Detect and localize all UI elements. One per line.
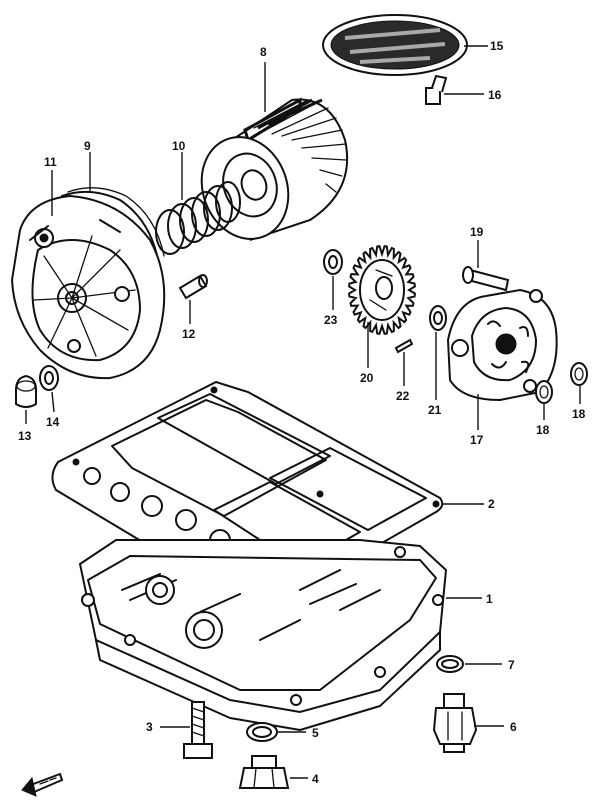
cap-nut-13-part bbox=[15, 374, 37, 408]
callout-14: 14 bbox=[46, 415, 60, 429]
callout-23: 23 bbox=[324, 313, 338, 327]
strainer-screen-part bbox=[322, 14, 468, 76]
callout-6: 6 bbox=[510, 720, 517, 734]
spring-part bbox=[155, 181, 241, 255]
callout-21: 21 bbox=[428, 403, 442, 417]
pump-gear-part bbox=[348, 244, 416, 336]
callout-18-a: 18 bbox=[536, 423, 550, 437]
bolt-19-part bbox=[462, 266, 510, 292]
oil-pan-part bbox=[78, 539, 448, 731]
callout-10: 10 bbox=[172, 139, 186, 153]
filter-cover-part bbox=[10, 194, 166, 380]
callout-20: 20 bbox=[360, 371, 374, 385]
o-ring-18b-part bbox=[570, 362, 588, 386]
oil-filter-part bbox=[200, 97, 349, 241]
callout-16: 16 bbox=[488, 88, 502, 102]
o-ring-18a-part bbox=[535, 380, 553, 404]
pressure-switch-part bbox=[432, 693, 478, 753]
drain-plug-part bbox=[238, 755, 290, 789]
callout-8: 8 bbox=[260, 45, 267, 59]
callout-9: 9 bbox=[84, 139, 91, 153]
callout-19: 19 bbox=[470, 225, 484, 239]
bolt-3-part bbox=[183, 701, 213, 759]
callout-12: 12 bbox=[182, 327, 196, 341]
callout-5: 5 bbox=[312, 726, 319, 740]
callout-1: 1 bbox=[486, 592, 493, 606]
callout-15: 15 bbox=[490, 39, 504, 53]
callout-2: 2 bbox=[488, 497, 495, 511]
washer-21-part bbox=[429, 305, 447, 331]
dowel-pin-12-part bbox=[178, 274, 208, 300]
bolt-16-part bbox=[425, 74, 448, 105]
callout-13: 13 bbox=[18, 429, 32, 443]
oil-pump-part bbox=[446, 288, 558, 402]
callout-22: 22 bbox=[396, 389, 410, 403]
callout-11: 11 bbox=[44, 155, 57, 169]
washer-5-part bbox=[246, 722, 278, 742]
washer-7-part bbox=[436, 655, 464, 673]
callout-7: 7 bbox=[508, 658, 515, 672]
circlip-23-part bbox=[323, 249, 343, 275]
callout-labels: 8 15 16 9 10 11 12 13 14 19 23 20 22 21 … bbox=[18, 39, 586, 786]
callout-17: 17 bbox=[470, 433, 484, 447]
callout-leaders bbox=[25, 45, 581, 779]
front-direction-arrow-icon bbox=[21, 772, 64, 797]
callout-4: 4 bbox=[312, 772, 319, 786]
pin-22-part bbox=[394, 338, 414, 354]
callout-3: 3 bbox=[146, 720, 153, 734]
callout-18-b: 18 bbox=[572, 407, 586, 421]
washer-14-part bbox=[39, 365, 59, 391]
